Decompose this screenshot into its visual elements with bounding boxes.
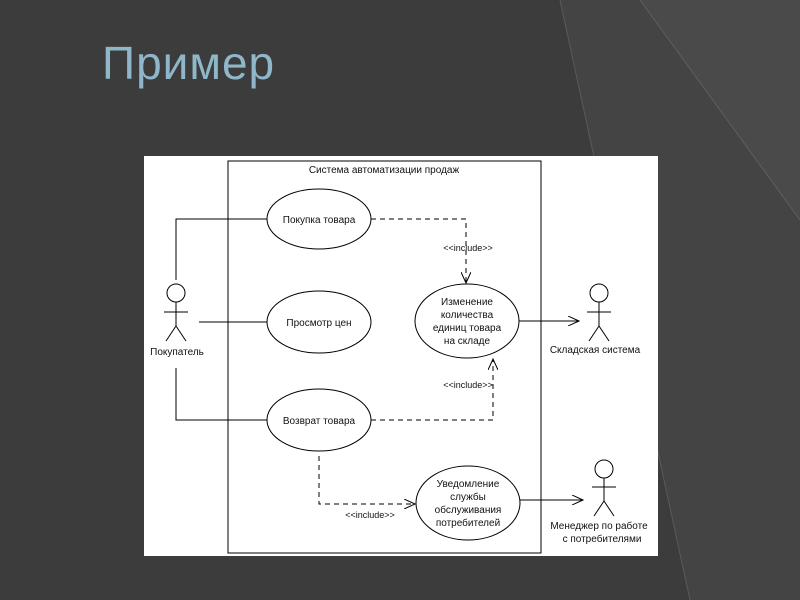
use-case-notify-line4: потребителей xyxy=(436,517,500,529)
use-case-stock-change-line2: количества xyxy=(441,310,494,321)
include-label-2: <<include>> xyxy=(443,380,493,390)
actor-buyer-icon xyxy=(164,283,188,342)
use-case-purchase-label: Покупка товара xyxy=(283,215,356,226)
include-label-1: <<include>> xyxy=(443,243,493,253)
use-case-return-label: Возврат товара xyxy=(283,416,356,427)
association-buyer-return xyxy=(175,368,267,421)
association-buyer-purchase xyxy=(175,218,267,280)
actor-manager-label-line1: Менеджер по работе xyxy=(550,520,648,532)
use-case-stock-change-line1: Изменение xyxy=(441,297,493,308)
use-case-notify xyxy=(415,465,521,541)
actor-manager-icon xyxy=(592,459,616,517)
use-case-notify-line1: Уведомление xyxy=(437,479,500,490)
actor-warehouse-label: Складская система xyxy=(550,345,641,356)
slide-title: Пример xyxy=(102,37,276,89)
include-return-notify xyxy=(318,456,415,504)
actor-warehouse-icon xyxy=(587,283,611,342)
include-return-stock xyxy=(371,359,493,421)
use-case-stock-change-line3: единиц товара xyxy=(433,323,502,334)
actor-manager-label-line2: с потребителями xyxy=(563,533,642,545)
use-case-stock-change-line4: на складе xyxy=(444,336,491,347)
system-boundary-label: Система автоматизации продаж xyxy=(309,165,460,176)
system-boundary xyxy=(227,160,542,554)
include-label-3: <<include>> xyxy=(345,510,395,520)
use-case-diagram: Система автоматизации продаж Покупатель … xyxy=(144,156,658,556)
include-purchase-stock xyxy=(371,218,466,283)
actor-buyer-label: Покупатель xyxy=(150,347,204,358)
use-case-notify-line3: обслуживания xyxy=(435,504,502,516)
use-case-notify-line2: службы xyxy=(450,491,486,503)
use-case-view-prices-label: Просмотр цен xyxy=(286,318,351,329)
